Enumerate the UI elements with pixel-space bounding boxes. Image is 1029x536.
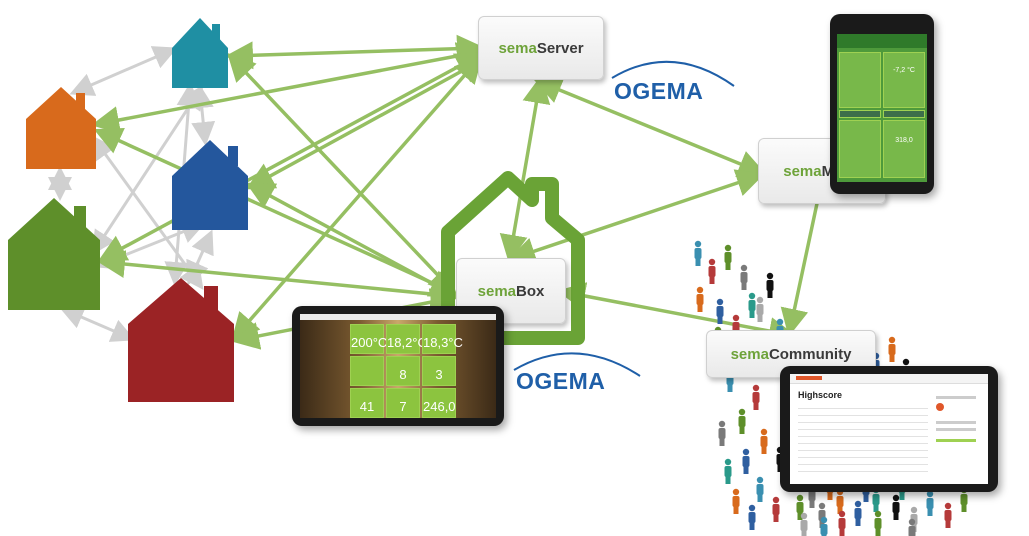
highscore-row [798,471,928,472]
person-icon [740,264,748,290]
tablet-tile: 18,2°C [386,324,427,354]
person-icon [888,336,896,362]
person-icon [766,272,774,298]
ogema-bottom-arc [513,352,641,377]
community-tablet-screen: Highscore [790,374,988,484]
phone-tile-4 [883,110,925,118]
phone-device: -7,2 °C 318,0 [830,14,934,194]
person-icon [756,476,764,502]
highscore-row [798,443,928,444]
phone-tile-5 [839,120,881,178]
highscore-row [798,457,928,458]
person-icon [756,296,764,322]
highscore-row [798,450,928,451]
house-teal-icon [172,18,228,88]
network-links [91,34,832,350]
house-green-icon [8,198,100,310]
highscore-row [798,436,928,437]
ogema-top-arc [611,60,735,87]
person-icon [694,240,702,266]
person-icon [748,292,756,318]
person-icon [696,286,704,312]
tablet-tile-value: 18,2°C [387,335,427,350]
person-icon [908,518,916,536]
house-red-icon [128,278,234,402]
tablet-tile-value: 246,0 [423,399,456,414]
phone-appbar [837,34,927,48]
tablet-tile: 41 [350,388,384,418]
semabox-house-outline-icon [441,171,585,345]
person-icon [838,510,846,536]
highscore-row [798,429,928,430]
community-prefix: sema [730,345,769,363]
highscore-row [798,408,928,409]
person-icon [724,244,732,270]
community-logo-icon [796,376,822,380]
person-icon [892,494,900,520]
community-navbar [790,374,988,384]
person-icon [748,504,756,530]
tablet-tile: 200°C [350,324,388,354]
ogema-bottom-logo: OGEMA [516,368,606,394]
tablet-tile-value: 7 [399,399,407,414]
tablet-topbar [300,314,496,320]
phone-screen: -7,2 °C 318,0 [837,34,927,182]
highscore-row [798,464,928,465]
person-icon [760,428,768,454]
phone-tile-2: -7,2 °C [883,52,925,108]
phone-tile-1 [839,52,881,108]
highscore-title: Highscore [798,390,843,400]
tablet-tile-value: 3 [435,367,443,382]
box-name: Box [516,282,545,300]
person-icon [772,496,780,522]
person-icon [820,516,828,536]
person-icon [944,502,952,528]
server-prefix: sema [498,39,537,57]
house-blue-icon [172,140,248,230]
person-icon [836,488,844,514]
box-prefix: sema [477,282,517,300]
person-icon [742,448,750,474]
tablet-tile-value: 8 [399,367,407,382]
tablet-tile-value: 18,3°C [423,335,463,350]
person-icon [854,500,862,526]
tablet-tile [350,356,384,386]
phone-value: 318,0 [895,137,913,144]
person-icon [800,512,808,536]
person-icon [752,384,760,410]
community-name: Community [768,345,852,363]
person-icon [874,510,882,536]
person-icon [732,488,740,514]
person-icon [926,490,934,516]
phone-temp: -7,2 °C [893,67,915,74]
house-orange-icon [26,87,96,169]
server-name: Server [536,39,584,57]
person-icon [718,420,726,446]
person-icon [724,458,732,484]
highscore-row [798,422,928,423]
person-icon [796,494,804,520]
tablet-tile: 8 [386,356,420,386]
highscore-row [798,415,928,416]
ogema-top-logo: OGEMA [614,78,704,104]
person-icon [716,298,724,324]
tablet-tile-value: 41 [359,399,375,414]
phone-tile-3 [839,110,881,118]
tablet-tile-value: 200°C [351,335,388,350]
phone-tile-6: 318,0 [883,120,925,178]
tablet-tile: 18,3°C [422,324,463,354]
tablet-tile: 7 [386,388,420,418]
community-tablet-device: Highscore [780,366,998,492]
person-icon [738,408,746,434]
person-icon [708,258,716,284]
mobil-prefix: sema [783,162,822,180]
community-sidebar [936,392,982,478]
tablet-tile: 3 [422,356,456,386]
tablet-tile: 246,0 [422,388,456,418]
